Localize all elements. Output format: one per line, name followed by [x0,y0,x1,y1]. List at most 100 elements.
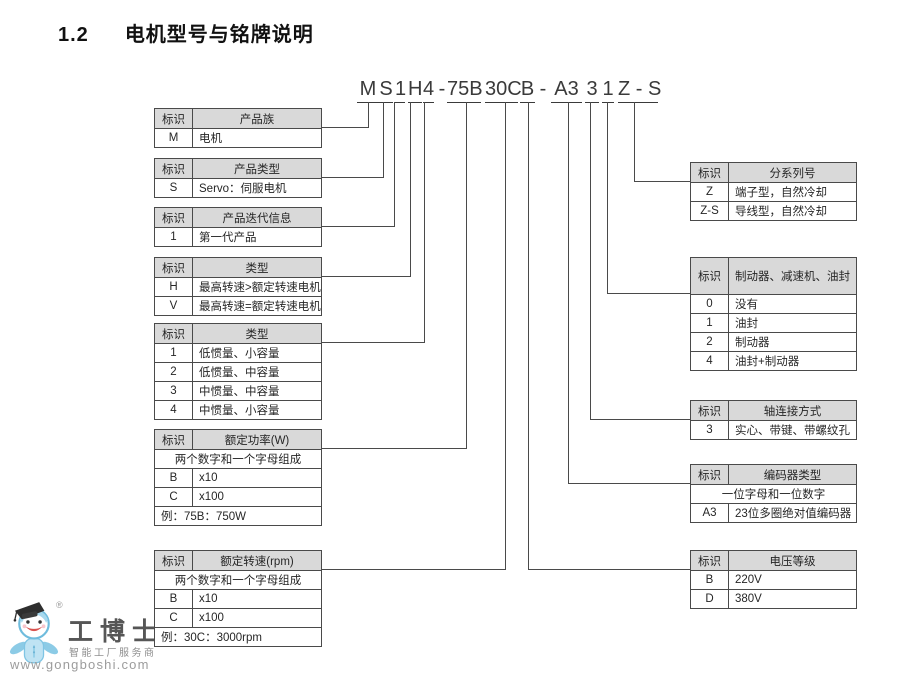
header-title-cell: 产品族 [239,113,275,126]
cell-label: 2 [691,333,729,351]
cell-value: x10 [199,472,218,484]
model-code-segment: M [357,76,379,103]
cell-label: 1 [691,314,729,332]
table-row: 两个数字和一个字母组成 [155,449,321,468]
cell-value: 制动器 [735,337,770,349]
table-row: 标识编码器类型 [691,465,856,484]
table-row: 例：75B：750W [155,506,321,525]
connector-vertical-line [568,102,569,484]
cell-label: C [155,488,193,506]
cell-label: B [691,571,729,589]
cell-label: 1 [155,344,193,362]
connector-vertical-line [590,102,591,420]
table-row: 标识分系列号 [691,163,856,182]
full-span-cell: 两个数字和一个字母组成 [174,575,302,587]
table-row: 1 油封 [691,313,856,332]
connector-vertical-line [368,102,369,128]
header-title-cell: 编码器类型 [763,469,822,482]
header-label-cell: 标识 [691,551,729,570]
header-label-cell: 标识 [691,401,729,420]
model-code-segment: S [379,76,393,103]
header-label-cell: 标识 [691,258,729,294]
cell-value: 中惯量、小容量 [199,405,280,417]
connector-horizontal-line [322,342,425,343]
cell-value: 低惯量、小容量 [199,348,280,360]
connector-horizontal-line [607,293,691,294]
header-label-cell: 标识 [155,430,193,449]
cell-label: C [155,609,193,627]
cell-label: 0 [691,295,729,313]
table-row: 标识 产品类型 [155,159,321,178]
connector-vertical-line [383,102,384,178]
model-code-segment: 75B [447,76,483,103]
header-label-cell: 标识 [155,109,193,128]
cell-value: x100 [199,612,224,624]
table-row: 2 制动器 [691,332,856,351]
model-code-segment: 3 [585,76,599,103]
connector-vertical-line [607,102,608,294]
model-code-segment: 1 [602,76,614,103]
table-row: 标识 轴连接方式 [691,401,856,420]
header-title-cell: 轴连接方式 [763,405,822,418]
header-title-cell: 额定功率(W) [224,434,290,447]
model-code-segment: Z - S [618,76,661,103]
full-span-cell: 例：75B：750W [161,511,247,523]
gongboshi-mascot-icon [9,602,59,664]
cell-label: A3 [691,504,729,522]
connector-vertical-line [410,102,411,277]
connector-horizontal-line [568,483,691,484]
model-code-segment: B [520,76,535,103]
model-code-segment: H [408,76,422,103]
cell-value: 油封 [735,318,758,330]
model-code-segment: 30C [485,76,522,103]
connector-horizontal-line [322,448,467,449]
cell-value: 油封+制动器 [735,356,800,368]
cell-label: M [155,129,193,147]
header-title-cell: 产品类型 [234,163,280,176]
cell-value: 380V [735,593,762,605]
connector-horizontal-line [634,181,691,182]
connector-horizontal-line [322,177,384,178]
logo-brand-text: 工博士 [68,617,165,646]
table-row: 标识电压等级 [691,551,856,570]
header-label-cell: 标识 [155,159,193,178]
section-title-text: 电机型号与铭牌说明 [124,24,314,46]
cell-value: 没有 [735,299,758,311]
connector-horizontal-line [322,276,411,277]
cell-label: V [155,297,193,315]
cell-value: 最高转速=额定转速电机 [199,301,321,313]
logo-url-text: www.gongboshi.com [10,657,150,672]
section-title: 1.2 电机型号与铭牌说明 [58,18,314,47]
model-code-segment: - [539,78,547,100]
cell-value: Servo：伺服电机 [199,183,287,195]
registered-mark: ® [56,600,63,610]
table-row: 两个数字和一个字母组成 [155,570,321,589]
full-span-cell: 例：30C：3000rpm [161,632,262,644]
cell-value: x100 [199,491,224,503]
model-code-segment: 1 [395,76,406,103]
cell-label: 4 [155,401,193,419]
cell-label: B [155,469,193,487]
cell-value: 第一代产品 [199,232,257,244]
section-number: 1.2 [58,24,89,46]
header-title-cell: 类型 [245,328,269,341]
cell-label: 1 [155,228,193,246]
cell-value: 220V [735,574,762,586]
